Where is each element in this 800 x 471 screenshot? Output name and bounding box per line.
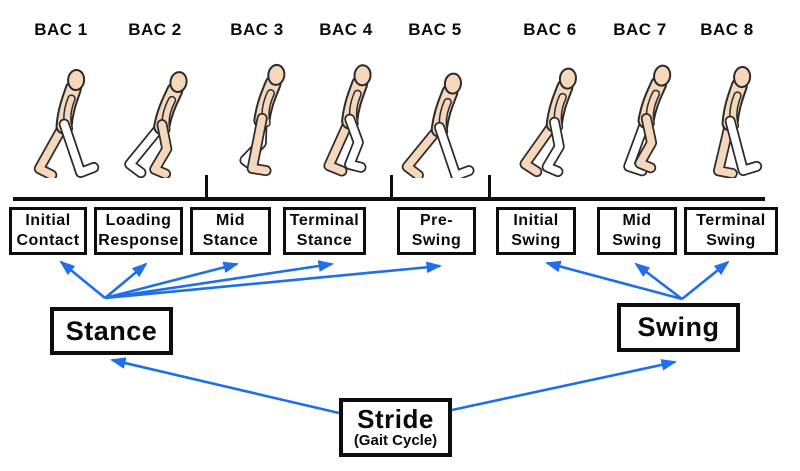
arrow-stance-to-terminal-stance: [104, 260, 335, 300]
walking-figure-bac-6: [505, 58, 595, 178]
walking-figure-bac-2: [110, 58, 200, 180]
phase-label-line: Contact: [16, 232, 80, 249]
phase-label-line: Terminal: [289, 212, 360, 229]
ruler-tick-3: [488, 175, 491, 201]
arrow-swing-to-mid-swing: [634, 262, 683, 301]
stance-label: Stance: [65, 315, 158, 346]
phase-box-mid-swing: Mid Swing: [597, 207, 677, 255]
phase-box-mid-stance: Mid Stance: [190, 207, 271, 255]
phase-label-line: Swing: [612, 232, 662, 249]
phase-label-line: Mid: [622, 212, 652, 229]
walking-figure-bac-5: [390, 58, 480, 182]
phase-box-initial-swing: Initial Swing: [496, 207, 576, 255]
timeline-ruler: [13, 197, 765, 201]
walking-figure-bac-8: [682, 58, 772, 179]
arrow-stance-to-pre-swing: [104, 261, 443, 300]
phase-label-line: Swing: [706, 232, 756, 249]
bac-1-label: BAC 1: [34, 20, 88, 39]
ruler-tick-2: [390, 175, 393, 201]
phase-box-loading-response: Loading Response: [94, 207, 183, 255]
ruler-tick-1: [205, 175, 208, 201]
bac-2-label: BAC 2: [128, 20, 182, 39]
walking-figure-bac-3: [212, 58, 302, 178]
bac-7-label: BAC 7: [613, 20, 667, 39]
arrow-stride-to-swing: [451, 359, 678, 412]
stride-box: Stride (Gait Cycle): [339, 398, 452, 457]
arrow-stride-to-stance: [109, 357, 340, 415]
swing-label: Swing: [637, 312, 720, 342]
phase-box-terminal-stance: Terminal Stance: [283, 207, 366, 255]
stride-label: Stride: [357, 404, 434, 434]
stance-box: Stance: [50, 307, 173, 355]
bac-3-label: BAC 3: [230, 20, 284, 39]
bac-4-label: BAC 4: [319, 20, 373, 39]
phase-label-line: Initial: [25, 212, 71, 229]
walking-figure-bac-7: [595, 58, 685, 178]
phase-label-line: Stance: [202, 232, 259, 249]
bac-6-label: BAC 6: [523, 20, 577, 39]
arrow-stance-to-mid-stance: [104, 261, 240, 300]
phase-label-line: Initial: [513, 212, 559, 229]
gait-cycle-sublabel: (Gait Cycle): [353, 432, 438, 449]
phase-label-line: Stance: [296, 232, 353, 249]
swing-box: Swing: [617, 303, 740, 352]
phase-label-line: Loading: [105, 212, 172, 229]
phase-label-line: Pre-: [419, 212, 454, 229]
phase-box-terminal-swing: Terminal Swing: [684, 207, 778, 255]
arrow-swing-to-terminal-swing: [681, 260, 730, 301]
phase-box-initial-contact: Initial Contact: [9, 207, 87, 255]
phase-label-line: Swing: [411, 232, 462, 249]
arrow-swing-to-initial-swing: [544, 260, 683, 301]
walking-figure-bac-1: [16, 58, 106, 181]
arrow-stance-to-loading-response: [104, 262, 148, 300]
phase-label-line: Mid: [215, 212, 246, 229]
walking-figure-bac-4: [301, 58, 391, 178]
bac-8-label: BAC 8: [700, 20, 754, 39]
phase-label-line: Response: [98, 232, 179, 249]
bac-5-label: BAC 5: [408, 20, 462, 39]
arrow-stance-to-initial-contact: [59, 260, 106, 300]
phase-label-line: Swing: [511, 232, 561, 249]
phase-box-pre-swing: Pre- Swing: [397, 207, 476, 255]
phase-label-line: Terminal: [696, 212, 766, 229]
